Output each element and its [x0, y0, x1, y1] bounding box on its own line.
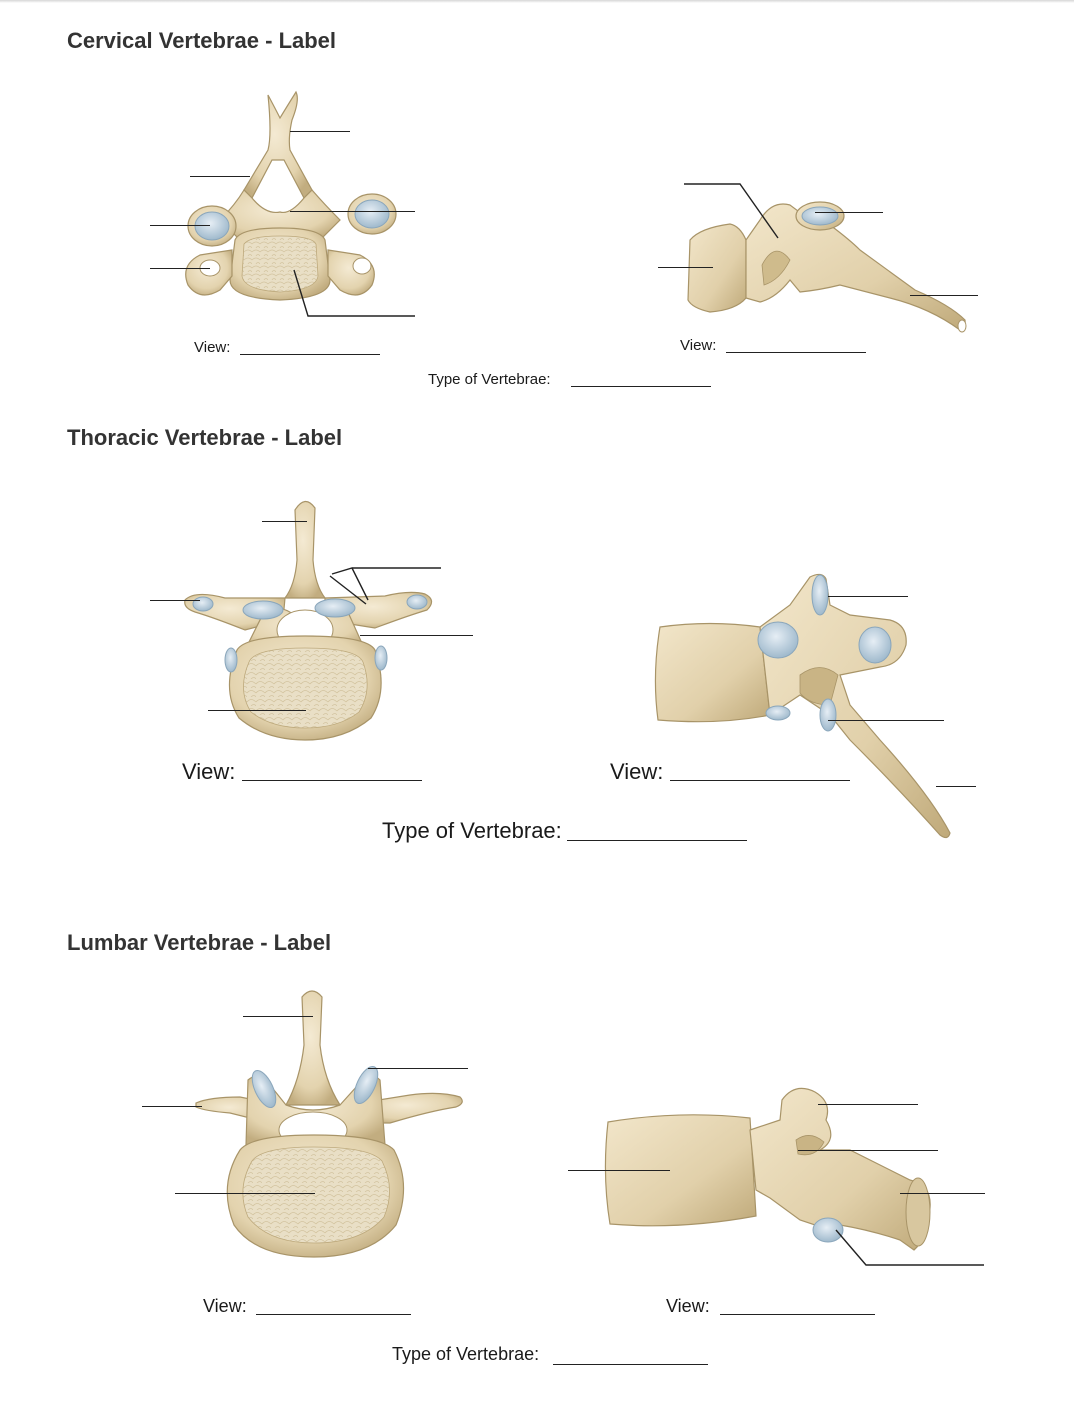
lumbar-right-view-label: View:: [666, 1296, 710, 1316]
cervical-lateral-line-facet: [815, 212, 883, 213]
cervical-superior-line-body: [293, 269, 415, 317]
cervical-lateral-line-body: [658, 267, 713, 268]
thoracic-type-blank[interactable]: [567, 840, 747, 841]
cervical-left-view-blank[interactable]: [240, 354, 380, 355]
thoracic-left-view-blank[interactable]: [242, 780, 422, 781]
lumbar-lateral-line-pedicle: [798, 1150, 938, 1151]
thoracic-superior-line-spinous: [262, 521, 307, 522]
lumbar-lateral-view-figure: [604, 1087, 931, 1251]
thoracic-superior-line-body: [208, 710, 306, 711]
lumbar-lateral-line-inferior-facet: [835, 1229, 984, 1266]
top-shadow: [0, 0, 1074, 3]
cervical-type-blank[interactable]: [571, 386, 711, 387]
cervical-right-view-blank[interactable]: [726, 352, 866, 353]
lumbar-type-blank[interactable]: [553, 1364, 708, 1365]
thoracic-lateral-line-superior-facet: [828, 596, 908, 597]
cervical-superior-line-foramen-right: [290, 211, 415, 212]
thoracic-right-view-label: View:: [610, 759, 664, 784]
cervical-lateral-line-superior: [684, 183, 779, 239]
lumbar-left-view-label: View:: [203, 1296, 247, 1316]
cervical-lateral-view-figure: [687, 201, 967, 333]
cervical-superior-line-transverse: [150, 268, 210, 269]
lumbar-superior-line-body: [175, 1193, 315, 1194]
cervical-section-title: Cervical Vertebrae - Label: [67, 28, 337, 53]
cervical-right-view-label: View:: [680, 337, 717, 354]
cervical-superior-line-facet-left: [150, 225, 210, 226]
lumbar-type-label: Type of Vertebrae:: [392, 1344, 540, 1364]
lumbar-section-title: Lumbar Vertebrae - Label: [67, 930, 332, 955]
thoracic-type-label: Type of Vertebrae:: [382, 818, 562, 843]
lumbar-superior-line-facet: [368, 1068, 468, 1069]
cervical-superior-line-lamina: [190, 176, 250, 177]
lumbar-lateral-line-spinous: [900, 1193, 985, 1194]
thoracic-left-view-label: View:: [182, 759, 236, 784]
lumbar-lateral-line-superior-process: [818, 1104, 918, 1105]
thoracic-superior-line-transverse: [150, 600, 200, 601]
thoracic-superior-view-figure: [184, 500, 433, 741]
lumbar-lateral-line-body: [568, 1170, 670, 1171]
lumbar-superior-line-spinous: [243, 1016, 313, 1017]
thoracic-superior-line-facets: [329, 567, 441, 605]
cervical-type-label: Type of Vertebrae:: [428, 371, 551, 388]
lumbar-superior-line-transverse: [142, 1106, 202, 1107]
thoracic-right-view-blank[interactable]: [670, 780, 850, 781]
cervical-lateral-line-spinous: [910, 295, 978, 296]
thoracic-section-title: Thoracic Vertebrae - Label: [67, 425, 343, 450]
cervical-left-view-label: View:: [194, 339, 231, 356]
thoracic-lateral-line-inferior-facet: [828, 720, 944, 721]
lumbar-left-view-blank[interactable]: [256, 1314, 411, 1315]
thoracic-lateral-view-figure: [654, 573, 951, 839]
cervical-superior-line-spinous: [290, 131, 350, 132]
thoracic-lateral-line-spinous: [936, 786, 976, 787]
lumbar-superior-view-figure: [195, 990, 463, 1258]
lumbar-right-view-blank[interactable]: [720, 1314, 875, 1315]
cervical-superior-view-figure: [185, 90, 397, 301]
thoracic-superior-line-pedicle: [360, 635, 473, 636]
